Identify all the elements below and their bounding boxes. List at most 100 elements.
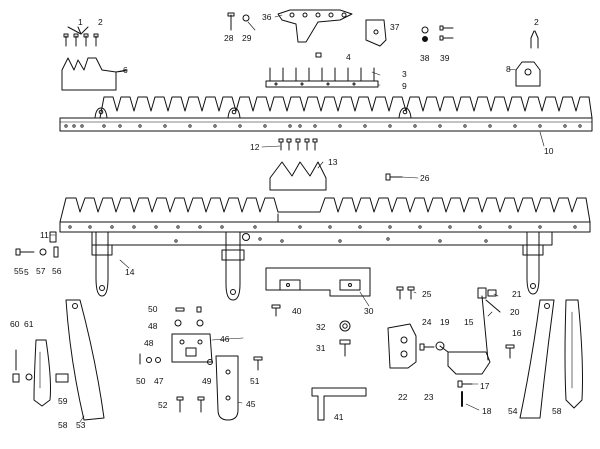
- upper-knife-section: [59, 96, 593, 132]
- callout: 50: [136, 376, 146, 386]
- guard-arm-left: [95, 231, 109, 297]
- washer-29: [242, 14, 250, 22]
- knife-sections-upper: [99, 96, 593, 119]
- callout: 13: [328, 157, 338, 167]
- lower-cutter-section: [49, 197, 591, 246]
- crop-divider-left: [65, 299, 105, 421]
- guard-arm-center: [225, 231, 241, 301]
- rod-end-21: [477, 287, 487, 299]
- callout: 53: [76, 420, 86, 430]
- bolt-51: [253, 356, 263, 371]
- spacer-56: [53, 246, 59, 258]
- callout: 32: [316, 322, 326, 332]
- callout: 19: [440, 317, 450, 327]
- callout: 14: [125, 267, 135, 277]
- callouts: 1 2 2 3 4 5 6 8 9 10 11 12 13 14 15 16 1…: [10, 12, 562, 430]
- callout: 1: [78, 17, 83, 27]
- callout: 50: [148, 304, 158, 314]
- bolts-12: [278, 138, 318, 151]
- bolt-28: [227, 12, 235, 31]
- callout: 46: [220, 334, 230, 344]
- plate-45: [215, 355, 239, 421]
- washer-57: [39, 248, 47, 256]
- leader-lines: [49, 14, 545, 423]
- bracket-8: [515, 61, 541, 87]
- callout: 39: [440, 53, 450, 63]
- pivot-bushing: [242, 233, 250, 241]
- drive-head-36: [277, 9, 353, 43]
- nut-32: [339, 320, 351, 332]
- callout: 11: [40, 230, 49, 240]
- callout: 3: [402, 69, 407, 79]
- nut-38: [422, 36, 428, 42]
- bar-holes-lower: [68, 225, 577, 243]
- callout: 36: [262, 12, 272, 22]
- washer-47: [155, 357, 161, 363]
- bolts-52: [176, 396, 205, 413]
- callout: 60: [10, 319, 20, 329]
- callout: 61: [24, 319, 34, 329]
- callout: 18: [482, 406, 492, 416]
- callout: 49: [202, 376, 212, 386]
- callout: 2: [534, 17, 539, 27]
- washer-48-upper: [174, 319, 182, 327]
- callout: 12: [250, 142, 260, 152]
- callout: 22: [398, 392, 408, 402]
- callout: 24: [422, 317, 432, 327]
- bolt-26: [385, 173, 403, 181]
- pin-17: [457, 380, 473, 388]
- bolt-60: [12, 373, 20, 383]
- washer-38: [421, 26, 429, 34]
- washer-24: [435, 341, 445, 351]
- callout: 25: [422, 289, 432, 299]
- callout: 45: [246, 399, 256, 409]
- divider-point-58-right: [564, 299, 583, 409]
- callout: 38: [420, 53, 430, 63]
- callout: 58: [58, 420, 68, 430]
- washer-48-lower: [146, 357, 152, 363]
- callout: 55: [14, 266, 24, 276]
- nut-4: [315, 52, 322, 58]
- bolt-55: [15, 248, 35, 256]
- callout: 9: [402, 81, 407, 91]
- callout: 5: [24, 267, 29, 277]
- guard-arm-right: [526, 231, 540, 295]
- callout: 52: [158, 400, 168, 410]
- bolts-2-right: [530, 30, 539, 49]
- bolts-25: [396, 286, 415, 300]
- callout: 57: [36, 266, 46, 276]
- bracket-22: [387, 323, 417, 369]
- callout: 26: [420, 173, 430, 183]
- callout: 48: [148, 321, 158, 331]
- washer-61: [25, 373, 33, 381]
- callout: 56: [52, 266, 62, 276]
- callout: 37: [390, 22, 400, 32]
- cutter-bar-upper: [59, 117, 593, 132]
- plate-30: [265, 267, 371, 297]
- bracket-41: [311, 387, 367, 421]
- callout: 31: [316, 343, 326, 353]
- callout: 20: [510, 307, 520, 317]
- bolt-40: [271, 304, 281, 317]
- guard-plate-6: [61, 57, 117, 91]
- bushing-59: [55, 373, 69, 383]
- callout: 23: [424, 392, 434, 402]
- knife-sections-lower: [59, 197, 591, 223]
- callout: 15: [464, 317, 474, 327]
- callout: 21: [512, 289, 522, 299]
- callout: 10: [544, 146, 554, 156]
- end-plate-11: [49, 231, 57, 243]
- callout: 16: [512, 328, 522, 338]
- bolt-39: [439, 25, 454, 41]
- callout: 40: [292, 306, 302, 316]
- clip-13: [269, 161, 327, 191]
- callout: 8: [506, 64, 511, 74]
- rocker-15: [447, 351, 491, 375]
- callout: 54: [508, 406, 518, 416]
- bolts-50: [175, 306, 202, 313]
- bolt-strip-9: [265, 67, 379, 88]
- plate-37: [365, 19, 387, 47]
- bolts-1: [63, 26, 99, 47]
